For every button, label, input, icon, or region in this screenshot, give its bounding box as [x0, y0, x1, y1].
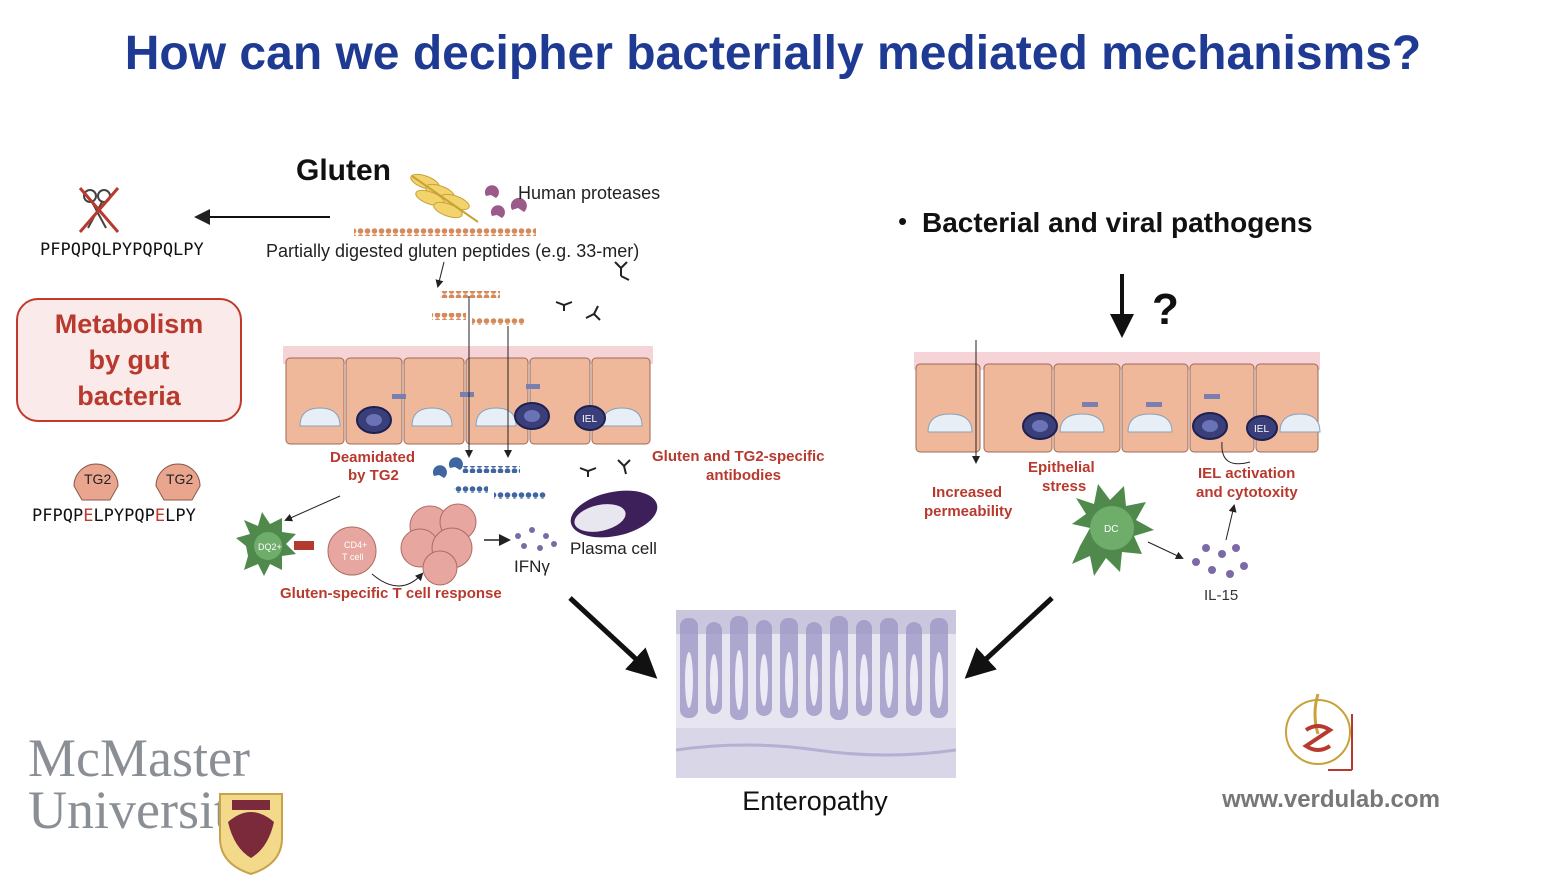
question-mark: ? [1152, 285, 1179, 334]
antibodies-label-2: antibodies [706, 467, 781, 484]
crossed-scissors-icon [78, 187, 120, 233]
verdu-lab-logo [1282, 684, 1362, 778]
increased-permeability-2: permeability [924, 503, 1013, 520]
arrow-to-fragments [435, 261, 445, 288]
ifn-dots [515, 527, 557, 551]
il15-label: IL-15 [1204, 587, 1238, 604]
plasma-cell-label: Plasma cell [570, 539, 657, 558]
iel-label-right: IEL [1254, 424, 1269, 435]
iel-label-left: IEL [582, 414, 597, 425]
partially-digested-label: Partially digested gluten peptides (e.g.… [266, 241, 639, 261]
metabolism-box: Metabolism by gut bacteria [16, 298, 242, 422]
lab-url[interactable]: www.verdulab.com [1222, 786, 1440, 813]
metabolism-label: Metabolism by gut bacteria [54, 309, 204, 411]
mcmaster-university-logo: McMaster University [28, 728, 308, 878]
by-tg2-label: by TG2 [348, 467, 399, 484]
slide-title: How can we decipher bacterially mediated… [124, 27, 1422, 80]
iel-activation-1: IEL activation [1198, 465, 1295, 482]
proliferation-arrow [371, 572, 424, 587]
right-arrow-to-enteropathy [964, 596, 1054, 679]
peptide-fragments [432, 291, 524, 325]
iel-activation-2: and cytotoxity [1196, 484, 1298, 501]
dq2-label: DQ2+ [258, 542, 282, 552]
bullet: • [898, 206, 907, 236]
left-arrow-to-enteropathy [568, 596, 658, 679]
tg2-label-1: TG2 [84, 471, 111, 487]
iel-feedback-arrow [1221, 441, 1251, 465]
wheat-icon [410, 173, 479, 223]
university-crest-icon [219, 793, 283, 876]
t-cell-response-label: Gluten-specific T cell response [280, 585, 502, 602]
antibodies-label-1: Gluten and TG2-specific [652, 448, 825, 465]
pathogens-label: Bacterial and viral pathogens [922, 207, 1313, 238]
epithelial-stress-2: stress [1042, 478, 1086, 495]
enteropathy-label: Enteropathy [742, 786, 888, 816]
tg2-label-2: TG2 [166, 471, 193, 487]
peptide-sequence: PFPQPQLPYPQPQLPY [40, 240, 204, 260]
enteropathy-histology-image [676, 610, 956, 778]
lab-logo-graphic [1285, 693, 1353, 771]
proliferating-t-cells [400, 503, 477, 586]
university-name: McMaster University [28, 728, 256, 840]
protease-icon [484, 185, 527, 218]
increased-permeability-1: Increased [932, 484, 1002, 501]
ifn-label: IFNγ [514, 557, 550, 576]
deamidated-peptides [432, 457, 546, 499]
arrow-to-iel-activation [1225, 504, 1237, 541]
human-proteases-label: Human proteases [518, 183, 660, 203]
deamidated-sequence: PFPQPELPYPQPELPY [32, 506, 196, 526]
dc-dendritic-cell [1072, 484, 1154, 576]
long-peptide-chain [354, 228, 536, 236]
deamidated-label: Deamidated [330, 449, 415, 466]
cd4-label-1: CD4+ [344, 540, 367, 550]
cd4-t-cell [327, 526, 377, 576]
plasma-cell-icon [570, 490, 658, 538]
left-epithelium: IEL [283, 296, 653, 458]
il15-dots [1192, 544, 1248, 578]
histology-illustration [676, 610, 956, 778]
dq2-dendritic-cell [236, 512, 314, 576]
dc-label: DC [1104, 524, 1118, 535]
arrow-to-il15 [1147, 541, 1184, 560]
arrow-to-dendritic [284, 495, 341, 522]
right-epithelium [914, 340, 1321, 464]
gluten-label: Gluten [296, 154, 391, 187]
cd4-label-2: T cell [342, 552, 363, 562]
epithelial-stress-1: Epithelial [1028, 459, 1095, 476]
antibody-icons [555, 261, 631, 477]
tg2-icons [73, 463, 201, 501]
